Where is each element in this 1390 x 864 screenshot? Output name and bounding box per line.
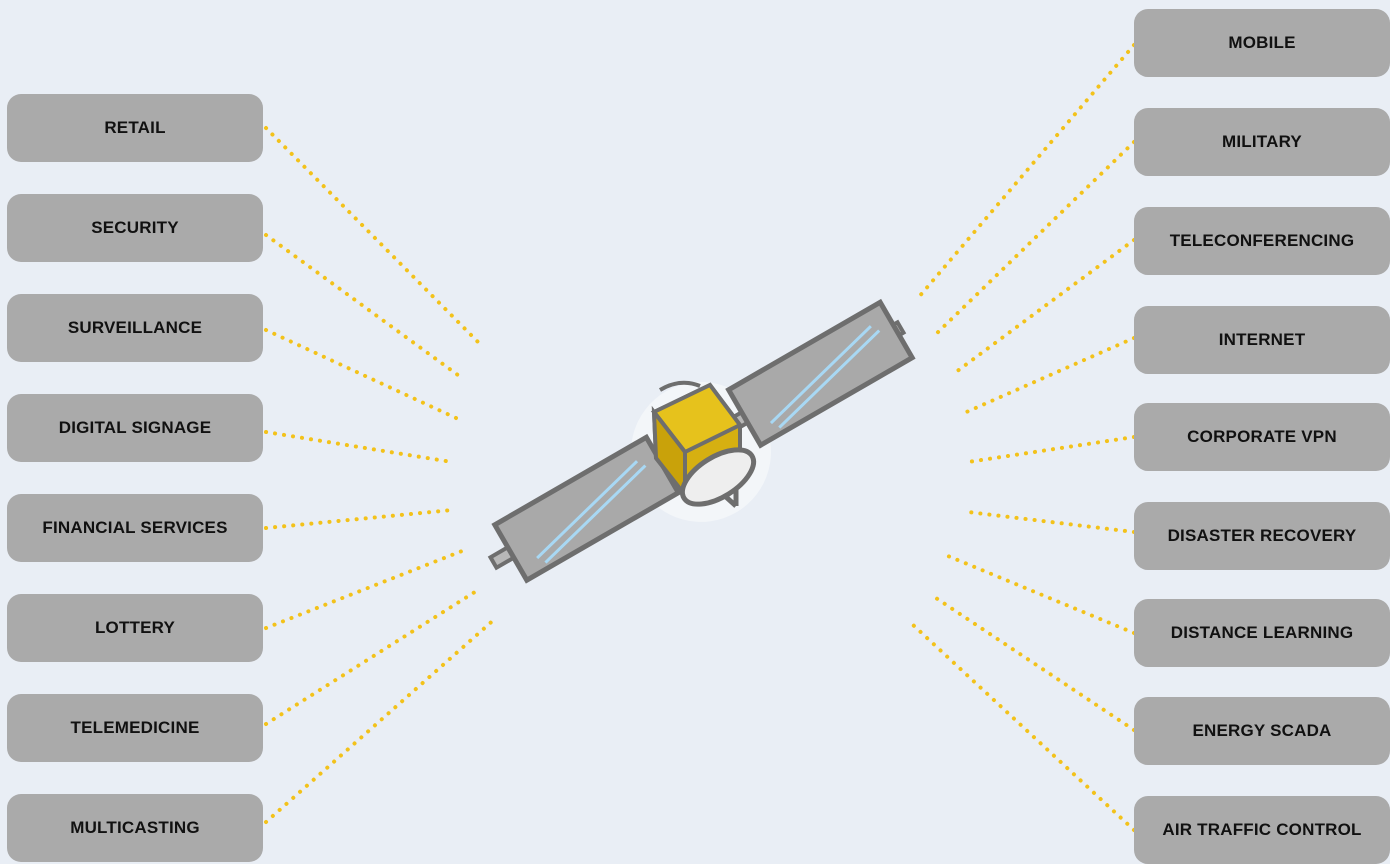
category-label: ENERGY SCADA <box>1192 721 1332 740</box>
category-label: LOTTERY <box>94 618 176 637</box>
category-air-traffic-control: AIR TRAFFIC CONTROL <box>1134 796 1390 864</box>
category-label: AIR TRAFFIC CONTROL <box>1162 820 1362 839</box>
connector-right-1 <box>932 140 1136 338</box>
category-label: MULTICASTING <box>70 818 200 837</box>
category-label: TELEMEDICINE <box>70 718 200 737</box>
category-telemedicine: TELEMEDICINE <box>7 694 263 762</box>
category-label: SECURITY <box>91 218 179 237</box>
category-label: FINANCIAL SERVICES <box>42 518 228 537</box>
connector-left-2 <box>264 328 458 420</box>
connector-right-4 <box>966 435 1136 464</box>
category-disaster-recovery: DISASTER RECOVERY <box>1134 502 1390 570</box>
connector-left-1 <box>264 233 464 380</box>
category-label: INTERNET <box>1218 330 1306 349</box>
category-label: DISASTER RECOVERY <box>1167 526 1357 545</box>
category-label: DISTANCE LEARNING <box>1170 623 1354 642</box>
connector-right-3 <box>960 336 1136 416</box>
category-internet: INTERNET <box>1134 306 1390 374</box>
category-label: MOBILE <box>1228 33 1296 52</box>
category-multicasting: MULTICASTING <box>7 794 263 862</box>
solar-panel-left-icon <box>491 433 682 584</box>
satellite-body-icon <box>650 380 744 501</box>
solar-panel-right-icon <box>725 298 916 449</box>
connector-left-7 <box>264 615 499 824</box>
category-energy-scada: ENERGY SCADA <box>1134 697 1390 765</box>
category-distance-learning: DISTANCE LEARNING <box>1134 599 1390 667</box>
category-lottery: LOTTERY <box>7 594 263 662</box>
category-mobile: MOBILE <box>1134 9 1390 77</box>
connector-right-2 <box>954 238 1136 374</box>
category-retail: RETAIL <box>7 94 263 162</box>
category-corporate-vpn: CORPORATE VPN <box>1134 403 1390 471</box>
category-digital-signage: DIGITAL SIGNAGE <box>7 394 263 462</box>
category-military: MILITARY <box>1134 108 1390 176</box>
category-label: DIGITAL SIGNAGE <box>58 418 212 437</box>
connector-left-6 <box>264 588 480 726</box>
category-label: RETAIL <box>104 118 166 137</box>
category-label: MILITARY <box>1222 132 1302 151</box>
connector-left-5 <box>264 549 464 630</box>
category-security: SECURITY <box>7 194 263 262</box>
category-teleconferencing: TELECONFERENCING <box>1134 207 1390 275</box>
category-label: CORPORATE VPN <box>1187 427 1337 446</box>
connector-right-6 <box>946 554 1136 635</box>
category-label: SURVEILLANCE <box>67 318 203 337</box>
category-surveillance: SURVEILLANCE <box>7 294 263 362</box>
category-financial-services: FINANCIAL SERVICES <box>7 494 263 562</box>
category-label: TELECONFERENCING <box>1169 231 1355 250</box>
dish-antenna-icon <box>679 447 757 508</box>
connector-left-4 <box>264 508 454 530</box>
connector-right-0 <box>916 43 1136 300</box>
connector-right-5 <box>966 510 1136 534</box>
